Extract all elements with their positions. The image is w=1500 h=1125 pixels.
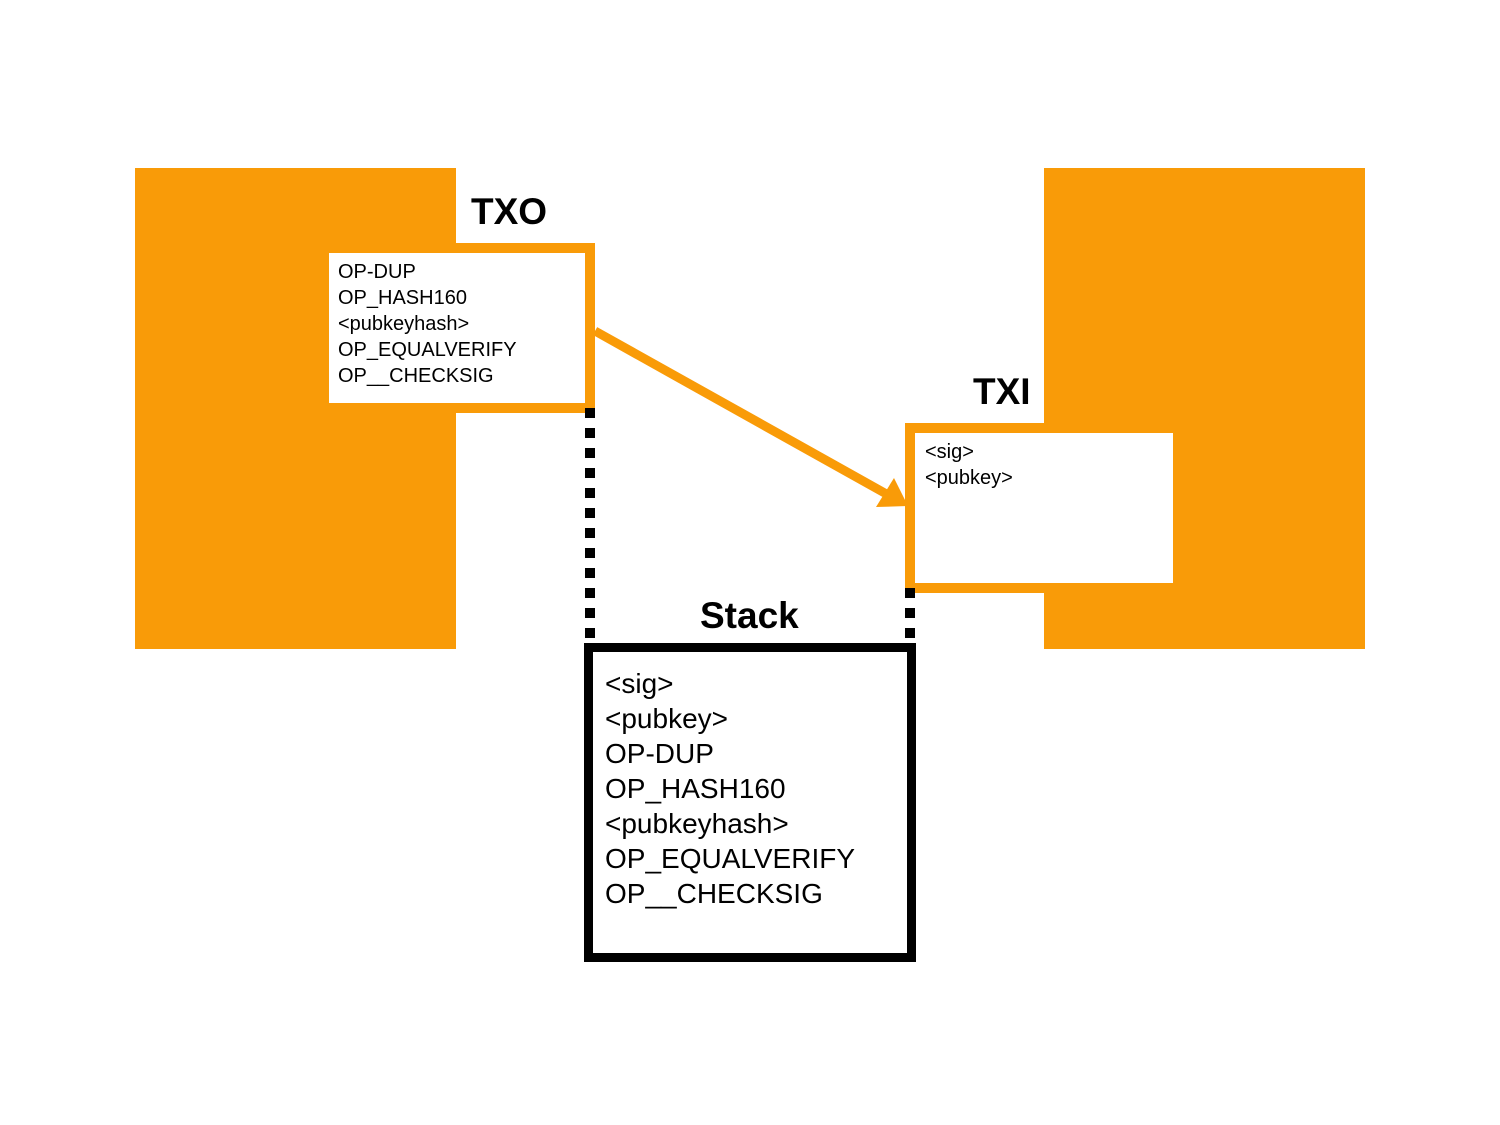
stack-title: Stack — [700, 595, 799, 636]
txo-script-box: OP-DUP OP_HASH160 <pubkeyhash> OP_EQUALV… — [323, 243, 595, 413]
txi-script-line: <sig> — [925, 441, 974, 463]
stack-item: <pubkeyhash> — [605, 808, 789, 839]
txo-script-line: OP_EQUALVERIFY — [338, 339, 517, 361]
stack-item: OP_EQUALVERIFY — [605, 843, 856, 874]
txo-script-line: OP_HASH160 — [338, 287, 467, 309]
stack-item: OP_HASH160 — [605, 773, 786, 804]
txo-title: TXO — [471, 191, 548, 232]
txi-title: TXI — [973, 371, 1031, 412]
stack-item: OP__CHECKSIG — [605, 878, 823, 909]
txo-to-txi-arrowhead — [876, 478, 908, 507]
stack-item: <pubkey> — [605, 703, 728, 734]
txi-script-box: <sig> <pubkey> — [905, 423, 1173, 593]
txo-script-line: <pubkeyhash> — [338, 313, 470, 335]
stack-item: <sig> — [605, 668, 674, 699]
txi-script-line: <pubkey> — [925, 467, 1013, 489]
txo-to-txi-arrow-shaft — [592, 327, 893, 500]
stack-item: OP-DUP — [605, 738, 714, 769]
stack-box: <sig> <pubkey> OP-DUP OP_HASH160 <pubkey… — [584, 643, 916, 962]
txo-script-line: OP-DUP — [338, 261, 416, 283]
txo-script-line: OP__CHECKSIG — [338, 365, 494, 387]
